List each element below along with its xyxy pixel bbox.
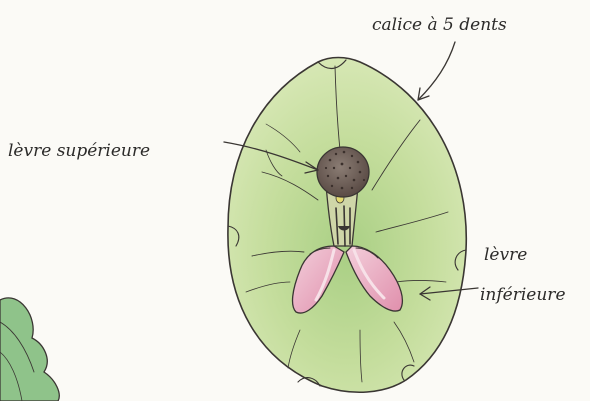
leaf-fragment: [0, 298, 59, 401]
label-lower-lip-line1: lèvre: [484, 245, 527, 265]
label-upper-lip: lèvre supérieure: [8, 141, 150, 161]
label-calyx: calice à 5 dents: [372, 15, 507, 35]
label-lower-lip-line2: inférieure: [480, 285, 566, 305]
